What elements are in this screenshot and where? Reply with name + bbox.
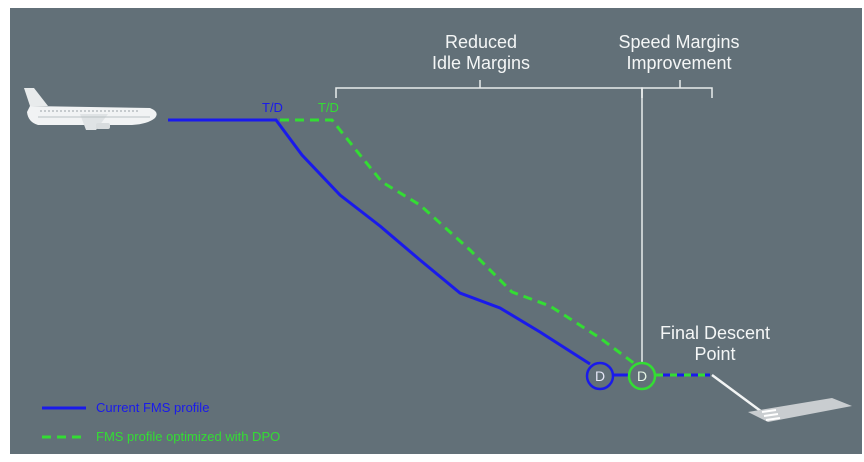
final-approach-segment: [656, 373, 763, 414]
optimized-dpo-profile-line: [280, 118, 636, 366]
runway-icon: [748, 398, 852, 422]
final-descent-point-label: Final Descent Point: [659, 323, 771, 364]
decel-point-current-label: D: [595, 368, 605, 384]
legend-optimized-label: FMS profile optimized with DPO: [96, 429, 281, 444]
speed-margins-improvement-label: Speed Margins Improvement: [618, 32, 740, 73]
speed-margins-bracket: [641, 87, 713, 98]
annotation-brackets: [335, 80, 713, 364]
current-fms-profile-line: [168, 118, 628, 377]
decel-point-current-circle: [585, 361, 615, 391]
aircraft-icon: [24, 88, 157, 130]
reduced-idle-margins-bracket: [335, 87, 643, 98]
td-current-label: T/D: [262, 100, 283, 115]
decel-point-optimized-circle: [627, 361, 657, 391]
td-optimized-label: T/D: [318, 100, 339, 115]
reduced-idle-margins-label: Reduced Idle Margins: [431, 32, 531, 73]
decel-point-optimized-label: D: [637, 368, 647, 384]
legend-current-label: Current FMS profile: [96, 400, 210, 415]
